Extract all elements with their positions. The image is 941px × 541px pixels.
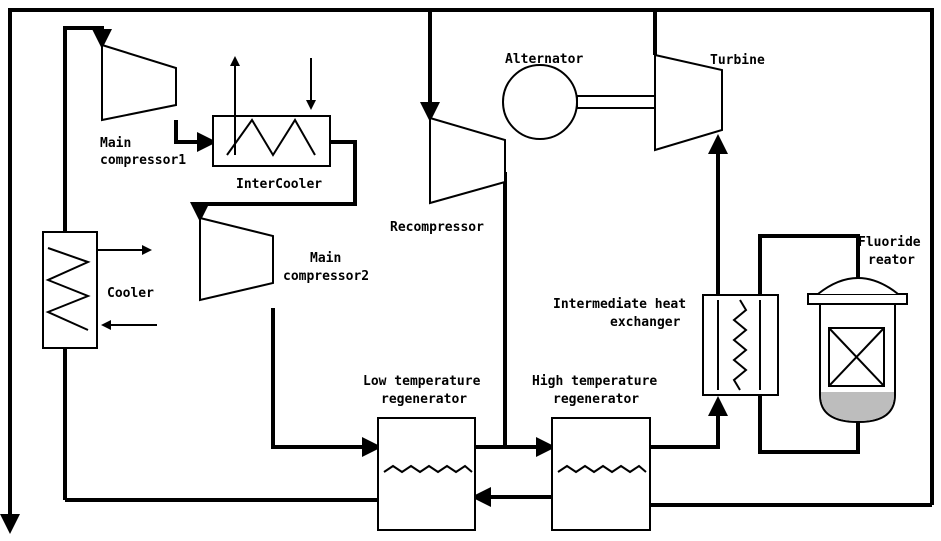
mc1-outlet-pipe <box>174 120 217 152</box>
label-alternator: Alternator <box>505 52 583 67</box>
cooler-coil <box>45 247 91 331</box>
label-fluoride-reactor: Fluoride reator <box>858 235 928 268</box>
reactor-core-cross-b <box>828 327 885 387</box>
reactor-flange <box>807 293 908 305</box>
alternator <box>502 64 578 140</box>
label-intermediate-heat-exchanger: Intermediate heat exchanger <box>553 297 694 330</box>
recompressor <box>429 116 506 205</box>
intercooler <box>212 115 331 167</box>
reactor-bottom-shading <box>821 392 894 421</box>
reactor-return-pipe <box>758 395 860 454</box>
turbine-exhaust-pipe <box>0 8 655 534</box>
generator-shaft <box>576 95 656 109</box>
outer-return-pipe <box>653 8 934 505</box>
htr-to-ihx-pipe <box>650 396 728 449</box>
label-turbine: Turbine <box>710 53 765 68</box>
intercooler-coil <box>226 118 316 157</box>
label-high-temperature-regenerator: High temperature regenerator <box>532 374 665 407</box>
label-low-temperature-regenerator: Low temperature regenerator <box>363 374 488 407</box>
label-cooler: Cooler <box>107 286 154 301</box>
reactor-dome <box>817 277 899 295</box>
ihx-coil <box>732 299 748 391</box>
label-recompressor: Recompressor <box>390 220 484 235</box>
cooler <box>42 231 98 349</box>
high-temperature-regenerator <box>551 417 651 531</box>
main-compressor1 <box>101 43 177 122</box>
htr-zigzag <box>557 464 647 474</box>
intercooler-outlet-pipe <box>190 140 357 222</box>
label-main-compressor1: Main compressor1 <box>100 136 186 168</box>
low-temperature-regenerator <box>377 417 476 531</box>
mc2-outlet-pipe <box>271 308 382 457</box>
label-main-compressor2: Main compressor2 <box>283 251 369 284</box>
main-compressor2 <box>199 216 274 302</box>
cooler-to-mc1-pipe <box>63 26 112 232</box>
ltr-zigzag <box>383 464 473 474</box>
turbine <box>654 53 723 152</box>
label-intercooler: InterCooler <box>236 177 322 192</box>
